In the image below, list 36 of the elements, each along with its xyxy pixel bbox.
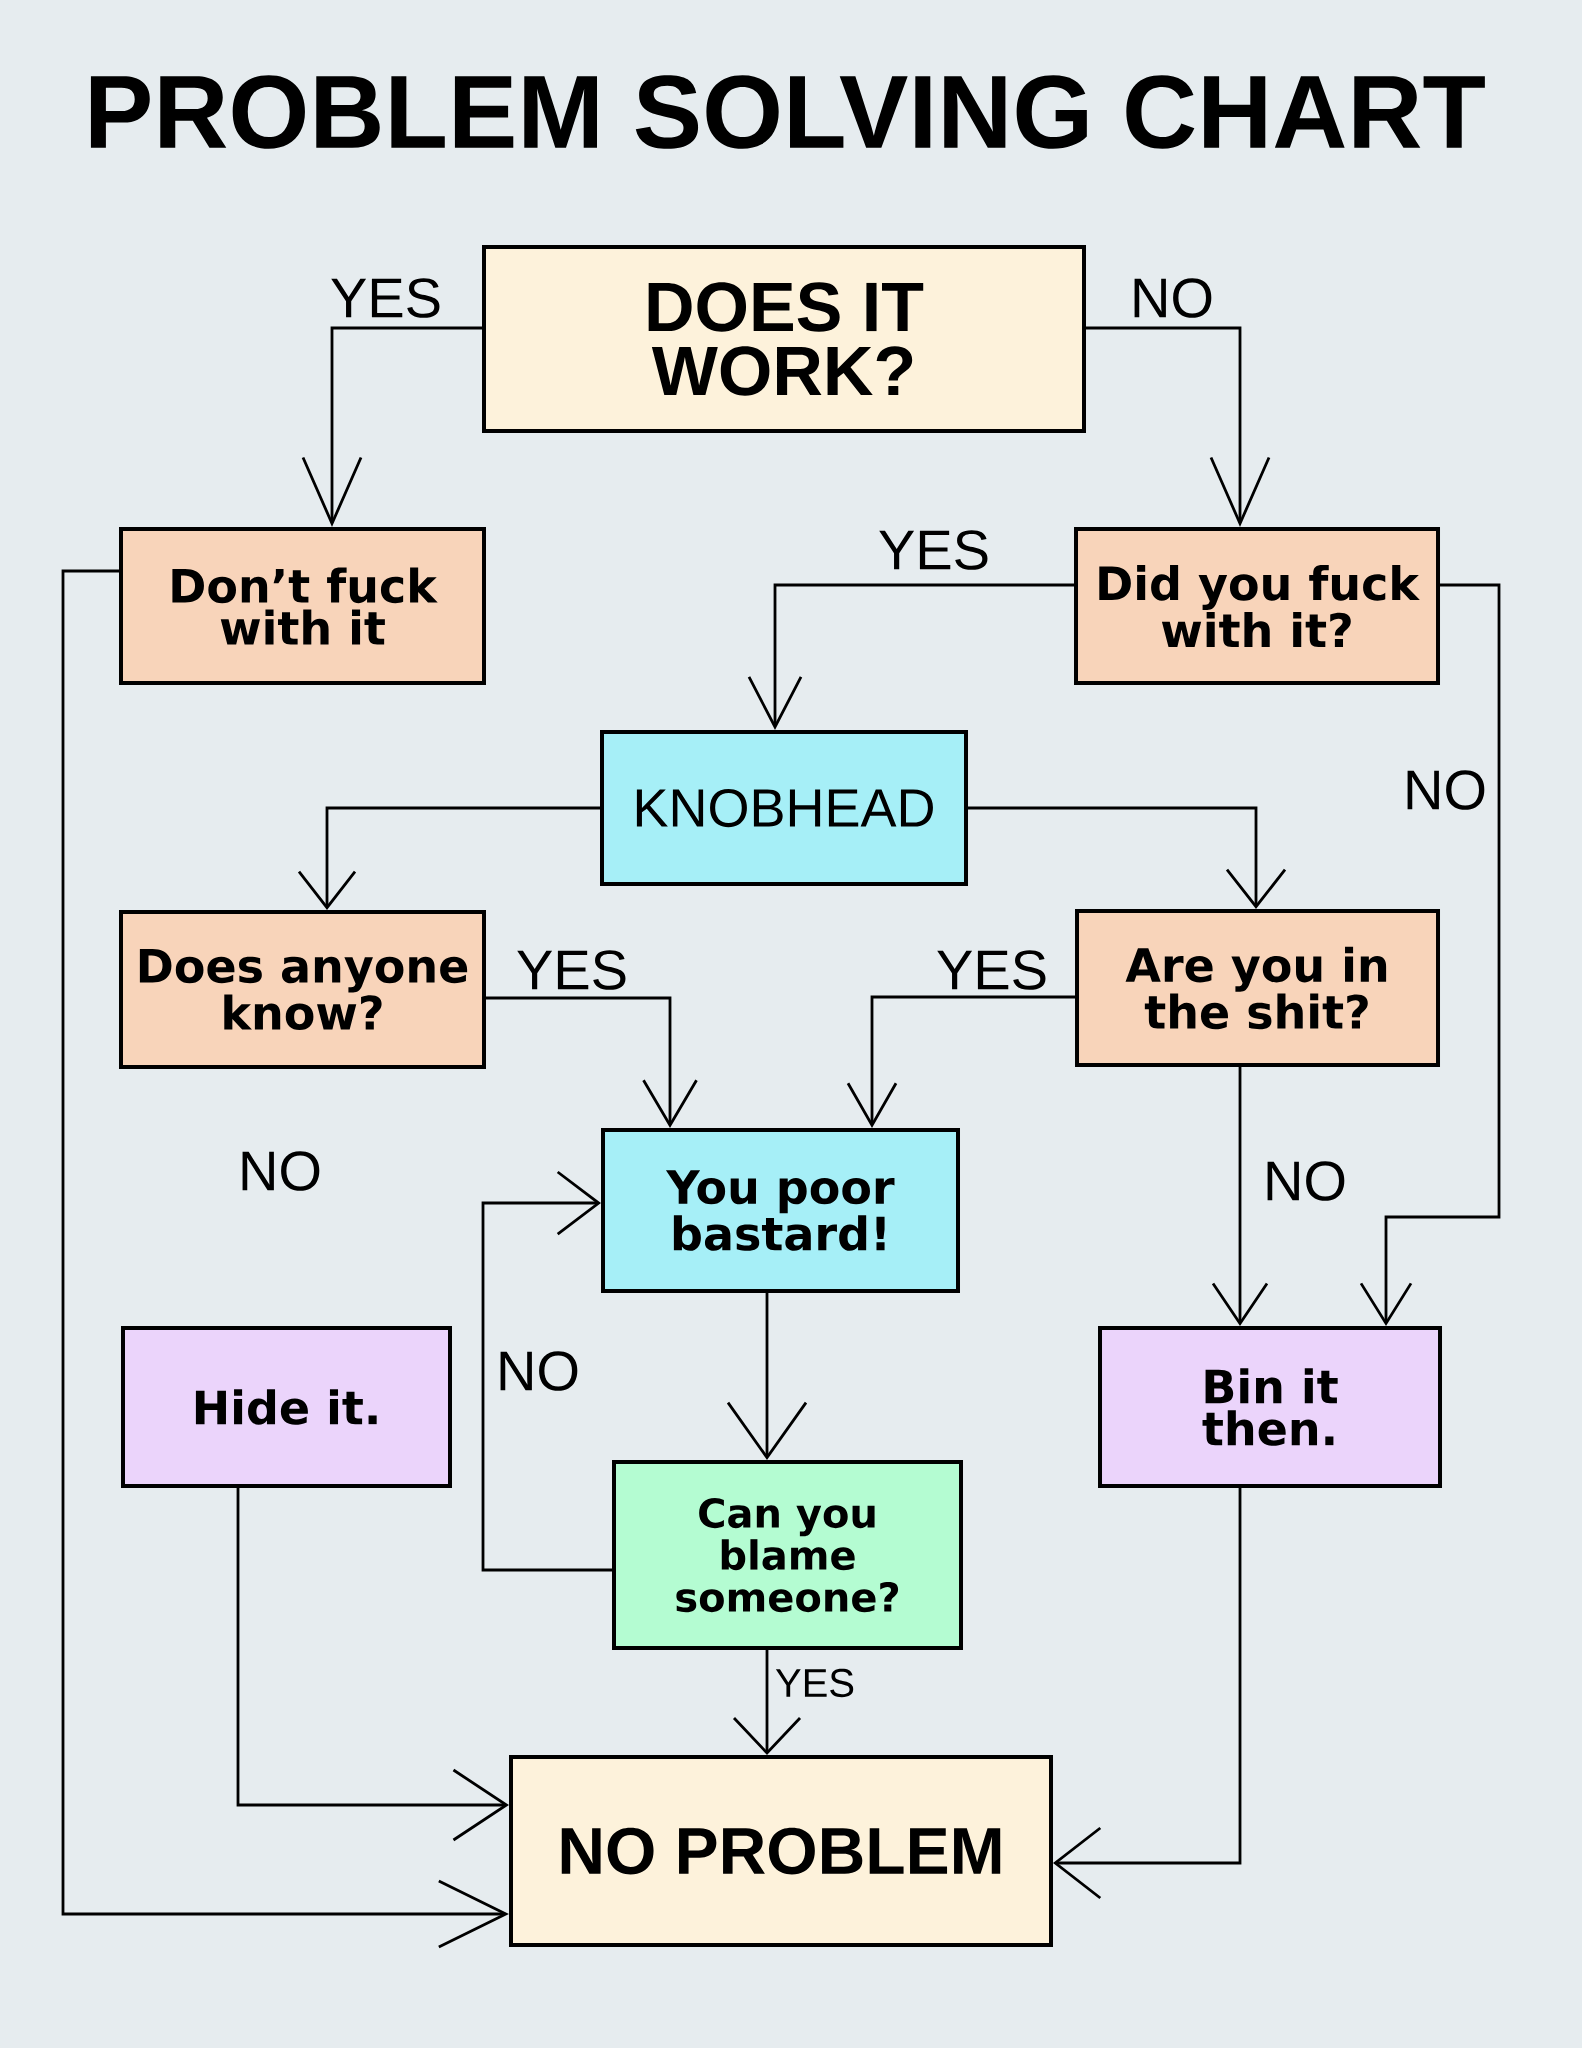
edge-label: YES bbox=[937, 950, 1046, 990]
arrow bbox=[1053, 1488, 1242, 1900]
process-box: Don’t fuck with it bbox=[119, 527, 486, 685]
arrow bbox=[301, 326, 482, 527]
arrow bbox=[747, 583, 1074, 730]
edge-label: YES bbox=[879, 530, 988, 570]
edge-label: YES bbox=[775, 1668, 854, 1698]
arrow bbox=[1086, 326, 1271, 527]
arrow bbox=[1211, 1067, 1269, 1326]
decision-box: Does anyone know? bbox=[119, 910, 486, 1069]
decision-box: Can you blame someone? bbox=[612, 1460, 963, 1650]
arrow bbox=[1359, 583, 1501, 1326]
arrow bbox=[481, 1170, 612, 1572]
decision-box: Did you fuck with it? bbox=[1074, 527, 1440, 685]
branch-label: NO bbox=[242, 1151, 320, 1191]
end-box: NO PROBLEM bbox=[509, 1755, 1053, 1947]
title: PROBLEM SOLVING CHART bbox=[90, 75, 1485, 149]
arrow bbox=[297, 806, 600, 910]
edge-label: YES bbox=[331, 278, 440, 318]
arrow bbox=[236, 1488, 509, 1842]
edge-label: NO bbox=[1267, 1161, 1345, 1201]
decision-box: Are you in the shit? bbox=[1075, 909, 1440, 1067]
process-box: Bin it then. bbox=[1098, 1326, 1442, 1488]
arrow bbox=[726, 1293, 808, 1461]
edge-label: NO bbox=[500, 1351, 578, 1391]
process-box: You poor bastard! bbox=[601, 1128, 960, 1293]
arrow bbox=[968, 806, 1287, 909]
decision-box: DOES IT WORK? bbox=[482, 245, 1086, 433]
arrow bbox=[486, 996, 698, 1128]
edge-label: YES bbox=[517, 950, 626, 990]
arrow bbox=[61, 569, 509, 1949]
process-box: Hide it. bbox=[121, 1326, 452, 1488]
edge-label: NO bbox=[1134, 278, 1212, 318]
arrow bbox=[846, 995, 1075, 1128]
edge-label: NO bbox=[1407, 770, 1485, 810]
process-box: KNOBHEAD bbox=[600, 730, 968, 886]
